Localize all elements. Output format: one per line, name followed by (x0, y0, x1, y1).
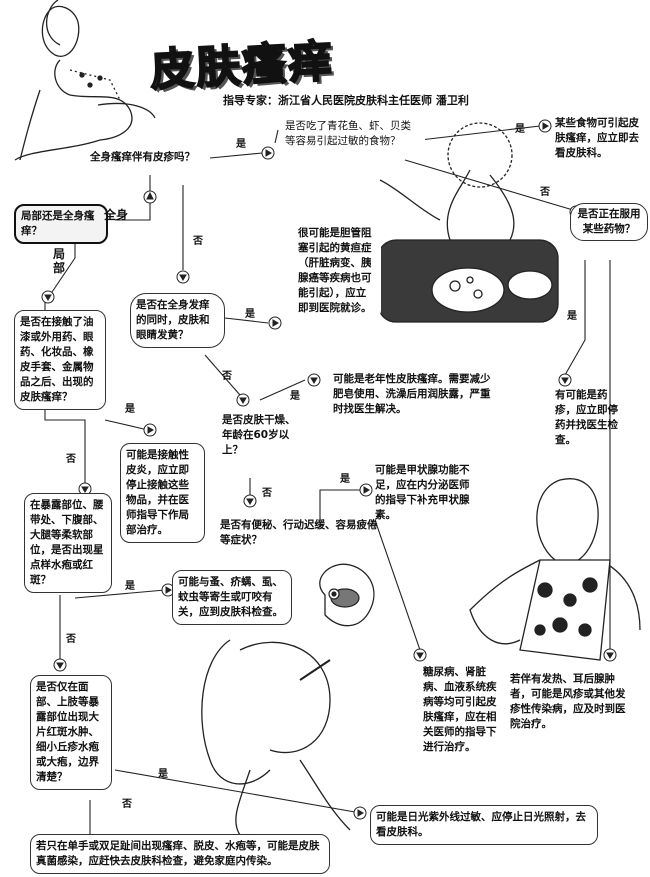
label-no-dry: 否 (262, 488, 272, 499)
label-yes-contact: 是 (125, 404, 135, 415)
label-local: 局部 (53, 247, 66, 275)
label-yes-drug: 是 (567, 311, 577, 322)
node-systemic-answer: 糖尿病、肾脏病、血液系统疾病等均可引起皮肤瘙痒，应在相关医师的指导下进行治疗。 (423, 666, 497, 753)
woman-standing-illustration (469, 478, 641, 661)
node-dry-answer: 可能是老年性皮肤瘙痒。需要减少肥皂使用、洗澡后用润肤露，严重时找医生解决。 (333, 373, 491, 415)
label-yes-food: 是 (515, 124, 525, 135)
woman-sitting-illustration (14, 0, 156, 161)
flow-connectors (44, 125, 611, 838)
node-blister-question: 在暴露部位、腰带处、下腹部、大腿等柔软部位，是否出现星点样水疱或红斑？ (24, 493, 112, 593)
label-yes-rash: 是 (236, 139, 246, 150)
label-yes-blister: 是 (125, 581, 135, 592)
node-contact-question: 是否在接触了油漆或外用药、眼药、化妆品、橡皮手套、金属物品之后、出现的皮肤瘙痒？ (14, 310, 106, 410)
label-yes-jaundice: 是 (245, 309, 255, 320)
label-no-jaundice: 否 (222, 371, 232, 382)
label-no-rash: 否 (193, 236, 203, 247)
bug-icon (328, 588, 360, 608)
node-jaundice-answer: 很可能是胆管阻塞引起的黄疸症（肝脏病变、胰腺癌等疾病也可能引起），应立即到医院就… (293, 222, 381, 320)
page-title: 皮肤瘙痒 (148, 35, 336, 98)
node-constipation-question: 是否有便秘、行动迟缓、容易疲倦等症状？ (220, 519, 378, 546)
node-fungus-answer: 若只在单手或双足趾间出现瘙痒、脱皮、水疱等，可能是皮肤真菌感染，应赶快去皮肤科检… (30, 834, 330, 874)
node-dry-question: 是否皮肤干燥、年龄在60岁以上？ (222, 414, 296, 456)
label-no-blister: 否 (66, 634, 76, 645)
node-food-question: 是否吃了青花鱼、虾、贝类等容易引起过敏的食物？ (280, 115, 425, 153)
node-jaundice-question: 是否在全身发痒的同时，皮肤和眼睛发黄？ (130, 293, 225, 348)
label-no-face: 否 (122, 799, 132, 810)
node-drug-question: 是否正在服用某些药物？ (570, 203, 648, 241)
node-local-or-whole: 局部还是全身瘙痒？ (14, 204, 108, 244)
woman-eating-illustration (377, 122, 559, 323)
label-yes-face: 是 (158, 769, 168, 780)
node-fever-answer: 若伴有发热、耳后腺肿者，可能是风疹或其他发疹性传染病，应及时到医院治疗。 (510, 673, 626, 730)
label-yes-dry: 是 (290, 391, 300, 402)
node-food-answer: 某些食物可引起皮肤瘙痒，应立即去看皮肤科。 (555, 117, 639, 159)
node-thyroid-answer: 可能是甲状腺功能不足，应在内分泌医师的指导下补充甲状腺素。 (375, 464, 470, 521)
node-insect-answer: 可能与蚤、疥螨、虱、蚊虫等寄生或叮咬有关，应到皮肤科检查。 (172, 570, 292, 625)
node-drug-answer: 有可能是药疹，应立即停药并找医生检查。 (555, 389, 618, 446)
label-no-food: 否 (540, 187, 550, 198)
label-yes-constipation: 是 (340, 474, 350, 485)
node-contact-answer: 可能是接触性皮炎，应立即停止接触这些物品，并在医师指导下作局部治疗。 (120, 443, 205, 543)
label-no-contact: 否 (66, 454, 76, 465)
node-sun-answer: 可能是日光紫外线过敏、应停止日光照射，去看皮肤科。 (370, 805, 598, 845)
expert-credit: 指导专家：浙江省人民医院皮肤科主任医师 潘卫利 (223, 94, 469, 107)
node-face-question: 是否仅在面部、上肢等暴露部位出现大片红斑水肿、细小丘疹水疱或大疱，边界清楚？ (30, 675, 112, 790)
node-rash-question: 全身瘙痒伴有皮疹吗？ (90, 151, 195, 163)
label-whole: 全身 (104, 208, 129, 222)
